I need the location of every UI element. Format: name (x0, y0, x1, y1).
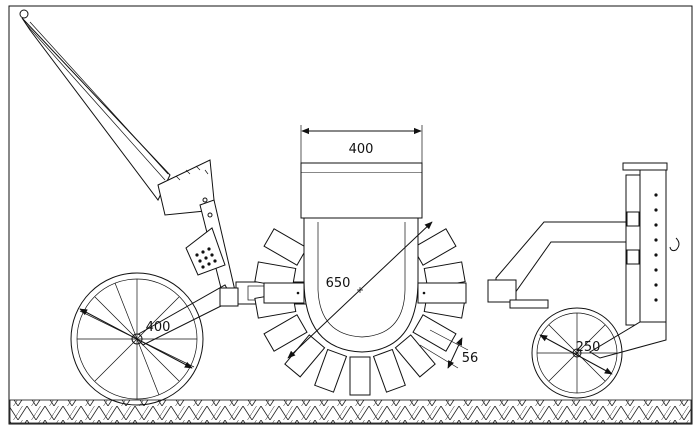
dim-front-wheel-label: 400 (146, 320, 171, 335)
dim-hopper-width-label: 400 (349, 142, 374, 157)
dim-rear-wheel-label: 250 (576, 340, 601, 355)
rear-frame (487, 221, 631, 309)
dim-hopper-width: 400 (300, 125, 423, 163)
ground-hatch (9, 399, 692, 424)
dim-rear-wheel: 250 (539, 334, 613, 375)
dim-spike-spacing: 56 (419, 329, 479, 369)
lift-arm (19, 9, 237, 301)
rear-post (589, 162, 680, 359)
perforated-plate (185, 227, 226, 276)
dim-drum-diameter-label: 650 (326, 276, 351, 291)
drawing-frame (8, 5, 693, 425)
dim-spike-spacing-label: 56 (462, 351, 479, 366)
dim-drum-diameter: 650 (287, 221, 433, 359)
dim-front-wheel: 400 (79, 308, 193, 369)
